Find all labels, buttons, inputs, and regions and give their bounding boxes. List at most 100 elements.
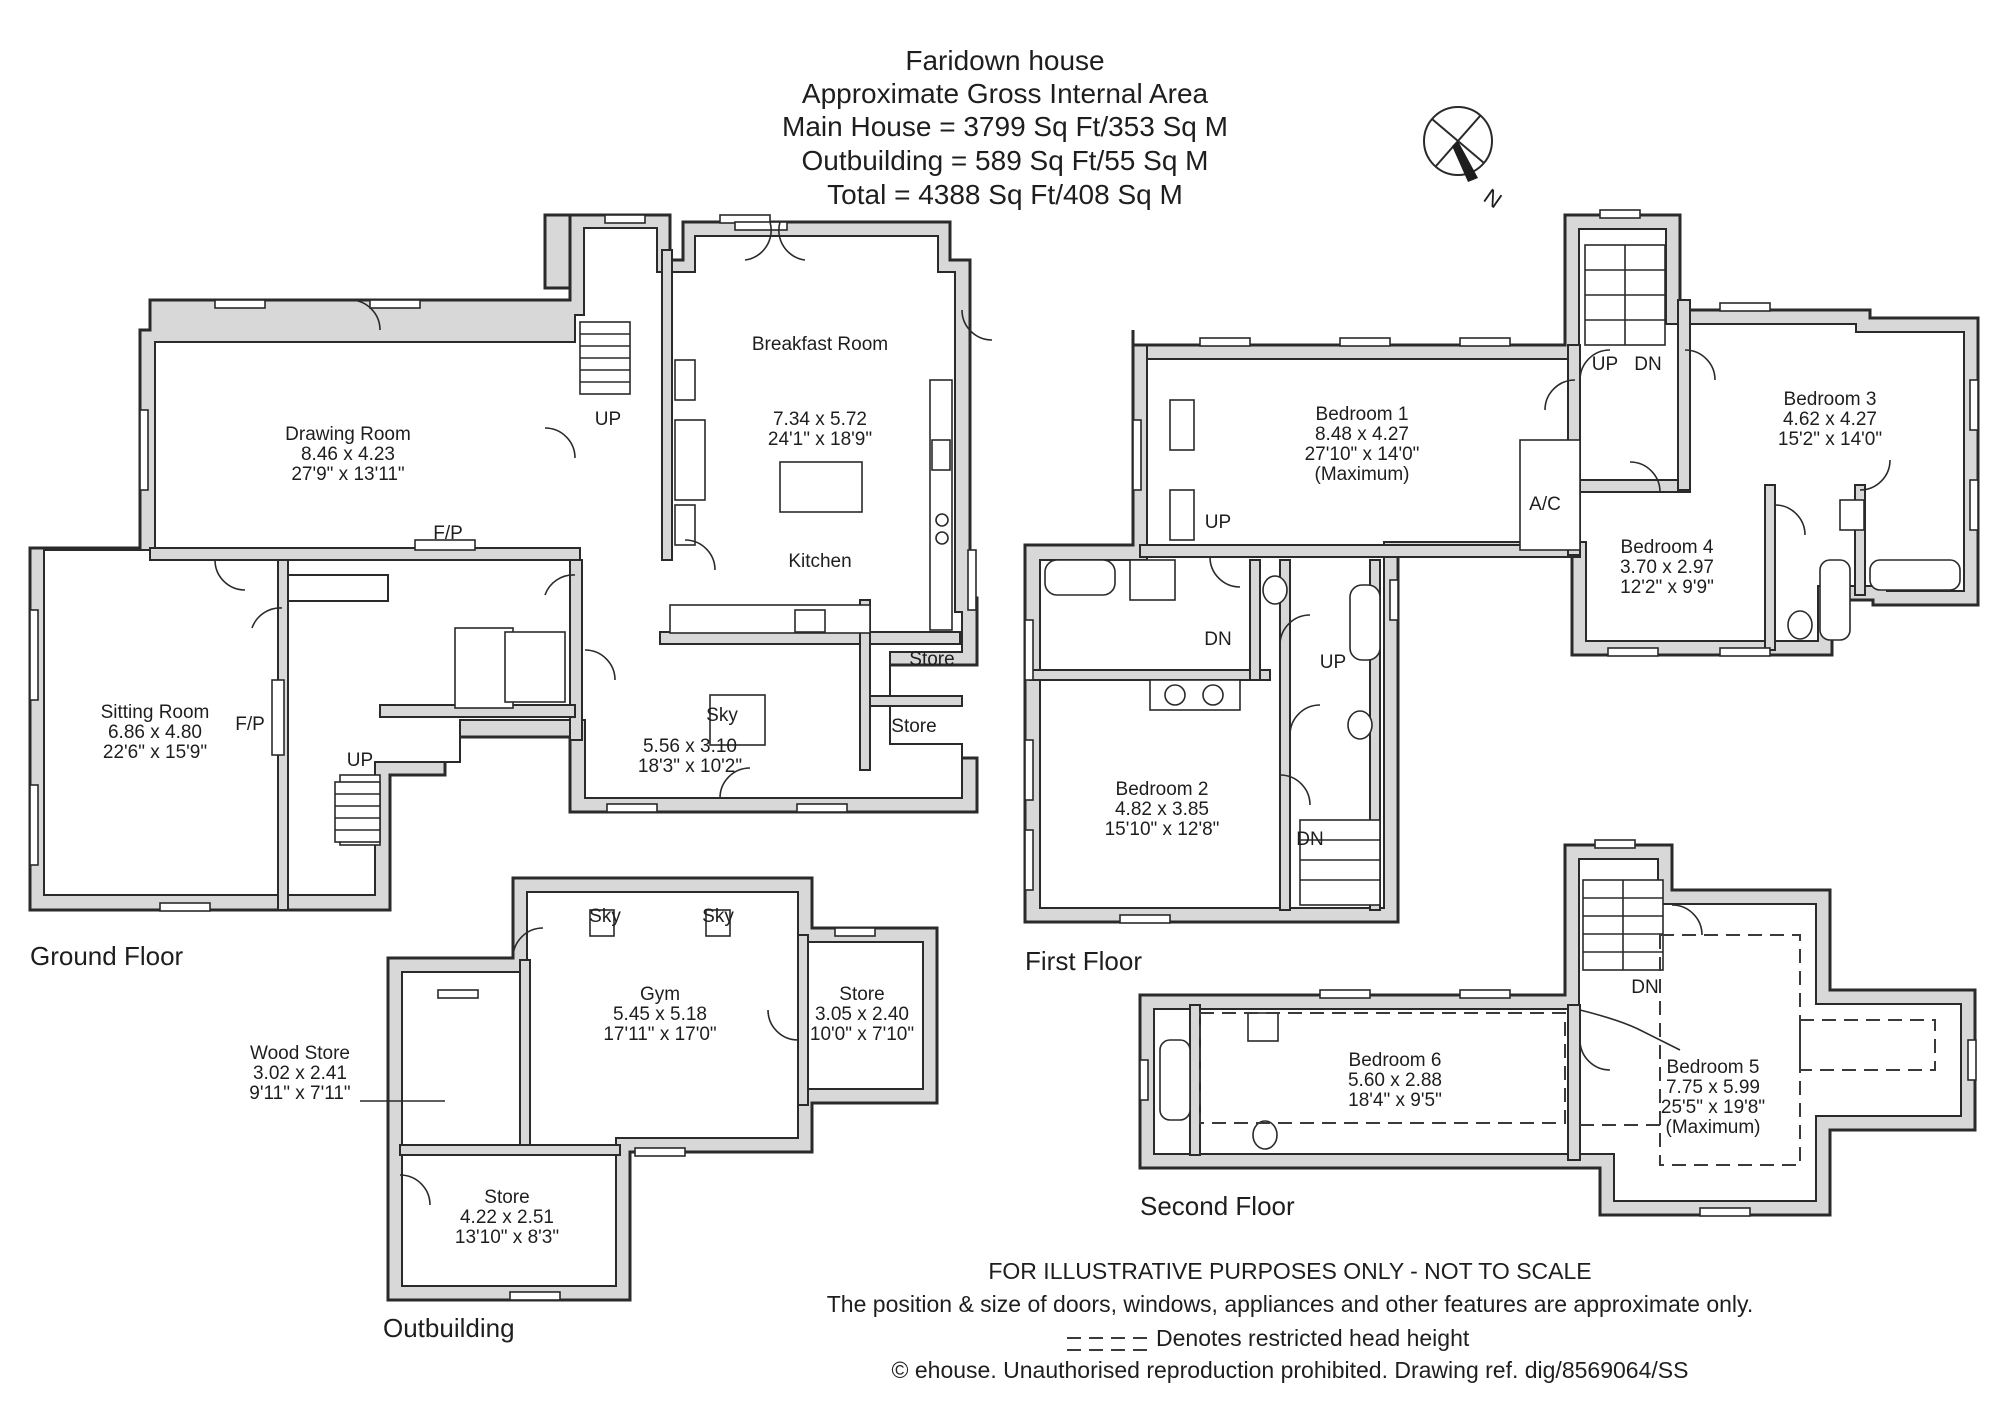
header: Faridown house Approximate Gross Interna…: [782, 45, 1228, 210]
bedroom-5-note: (Maximum): [1666, 1117, 1761, 1138]
bedroom-1-metric: 8.48 x 4.27: [1315, 424, 1409, 445]
bedroom-6-name: Bedroom 6: [1349, 1050, 1442, 1071]
kitchen-run: [929, 379, 953, 631]
stairs-up-1: UP: [1205, 512, 1231, 533]
bedroom-6-imperial: 18'4" x 9'5": [1348, 1090, 1442, 1111]
second-floor-interior: [1153, 858, 1962, 1202]
second-stairs-down: DN: [1631, 977, 1658, 998]
bedroom-1-name: Bedroom 1: [1316, 404, 1409, 425]
sitting-room-imperial: 22'6" x 15'9": [103, 742, 207, 763]
outbuilding-partition: [797, 934, 809, 1106]
first-floor-label: First Floor: [1025, 946, 1142, 976]
first-stairs: [1299, 244, 1666, 906]
ground-floor-walls: [543, 213, 574, 290]
kitchen-counter: [669, 604, 871, 634]
second-windows: [1139, 839, 1977, 1217]
outbuilding-partition: [519, 959, 531, 1151]
restricted-head-height-lines: [1199, 934, 1936, 1166]
bedroom-1-note: (Maximum): [1315, 464, 1410, 485]
basin-icon: [1247, 1012, 1279, 1042]
bedroom-5-imperial: 25'5" x 19'8": [1661, 1097, 1765, 1118]
fireplace-drawing-label: F/P: [433, 523, 463, 544]
plan-title: Faridown house: [905, 45, 1104, 76]
breakfast-room-metric: 7.34 x 5.72: [773, 409, 867, 430]
drawing-room-metric: 8.46 x 4.23: [301, 444, 395, 465]
ground-windows: [29, 214, 977, 912]
ground-floor-plan: Drawing Room 8.46 x 4.23 27'9" x 13'11" …: [28, 213, 993, 971]
gym-skylight-2: [705, 909, 731, 937]
restricted-head-height-key: Denotes restricted head height: [1156, 1325, 1470, 1351]
fireplace-drawing: [414, 539, 476, 551]
breakfast-room-name: Breakfast Room: [752, 334, 888, 355]
gym-name: Gym: [640, 984, 680, 1005]
wood-store-metric: 3.02 x 2.41: [253, 1063, 347, 1084]
toilet-icon: [1252, 1120, 1278, 1150]
copyright: © ehouse. Unauthorised reproduction proh…: [892, 1357, 1689, 1383]
bedroom-4-imperial: 12'2" x 9'9": [1620, 577, 1714, 598]
area-outbuilding: Outbuilding = 589 Sq Ft/55 Sq M: [801, 145, 1208, 176]
first-bathroom-fixtures: [1044, 399, 1961, 740]
kitchen-island: [779, 461, 863, 513]
fireplace-sitting-label: F/P: [235, 714, 265, 735]
bedroom-3-name: Bedroom 3: [1784, 389, 1877, 410]
gym-imperial: 17'11" x 17'0": [603, 1024, 716, 1045]
bath-icon: [1159, 1039, 1191, 1121]
gym-sky-1: Sky: [589, 906, 621, 927]
outbuilding-label: Outbuilding: [383, 1313, 515, 1343]
hob-ring-icon: [935, 513, 949, 527]
bedroom-3-imperial: 15'2" x 14'0": [1778, 429, 1882, 450]
ac-label: A/C: [1529, 494, 1561, 515]
outbuilding-partition: [399, 1144, 621, 1156]
area-main-house: Main House = 3799 Sq Ft/353 Sq M: [782, 111, 1228, 142]
compass-icon: N: [1423, 106, 1506, 214]
bedroom-2-metric: 4.82 x 3.85: [1115, 799, 1209, 820]
outbuilding-plan: Sky Sky Gym 5.45 x 5.18 17'11" x 17'0" S…: [249, 876, 939, 1343]
wood-store-imperial: 9'11" x 7'11": [249, 1083, 350, 1104]
ground-room-labels: Drawing Room 8.46 x 4.23 27'9" x 13'11" …: [101, 334, 955, 777]
second-partition: [1189, 1004, 1201, 1156]
second-door: [1671, 904, 1703, 936]
bedroom-6-metric: 5.60 x 2.88: [1348, 1070, 1442, 1091]
drawing-room-imperial: 27'9" x 13'11": [291, 464, 404, 485]
bath-icon: [1044, 559, 1116, 596]
second-room-labels: Bedroom 6 5.60 x 2.88 18'4" x 9'5" Bedro…: [1348, 977, 1765, 1138]
stairs-down-1: DN: [1204, 629, 1231, 650]
compass-north-label: N: [1479, 184, 1506, 214]
stairs-up-back: UP: [347, 750, 373, 771]
ground-interior-walls: [149, 249, 963, 911]
area-heading: Approximate Gross Internal Area: [802, 78, 1209, 109]
drawing-room-name: Drawing Room: [285, 424, 411, 445]
garden-room-imperial: 18'3" x 10'2": [638, 756, 742, 777]
garden-room-sky: Sky: [706, 705, 738, 726]
gym-metric: 5.45 x 5.18: [613, 1004, 707, 1025]
fireplace-sitting: [271, 679, 285, 756]
second-wall-curve: [1579, 1009, 1681, 1051]
second-door: [1579, 1039, 1611, 1071]
second-floor-label: Second Floor: [1140, 1191, 1295, 1221]
basin-icon: [1347, 710, 1373, 740]
kitchen-name: Kitchen: [788, 551, 851, 572]
disclaimer-heading: FOR ILLUSTRATIVE PURPOSES ONLY - NOT TO …: [988, 1258, 1591, 1284]
store-2-name: Store: [891, 716, 936, 737]
toilet-icon: [1787, 610, 1813, 640]
hob-icon: [931, 439, 951, 471]
store-bottom-metric: 4.22 x 2.51: [460, 1207, 554, 1228]
store-right-name: Store: [839, 984, 884, 1005]
bedroom-2-name: Bedroom 2: [1116, 779, 1209, 800]
basin-icon: [1164, 684, 1186, 706]
vanity-icon: [1149, 679, 1241, 711]
toilet-icon: [1262, 575, 1288, 605]
stairs-down-3: DN: [1634, 354, 1661, 375]
ground-floor-label: Ground Floor: [30, 941, 184, 971]
first-interior-walls: [1029, 299, 1866, 911]
breakfast-room-imperial: 24'1" x 18'9": [768, 429, 872, 450]
gym-sky-2: Sky: [702, 906, 734, 927]
bedroom-4-name: Bedroom 4: [1621, 537, 1714, 558]
stairs-down-2: DN: [1296, 829, 1323, 850]
store-right-imperial: 10'0" x 7'10": [810, 1024, 914, 1045]
bath-icon: [1819, 559, 1851, 641]
footer: FOR ILLUSTRATIVE PURPOSES ONLY - NOT TO …: [827, 1258, 1753, 1383]
first-windows: [1024, 209, 1979, 924]
second-stairs: [1582, 879, 1664, 971]
